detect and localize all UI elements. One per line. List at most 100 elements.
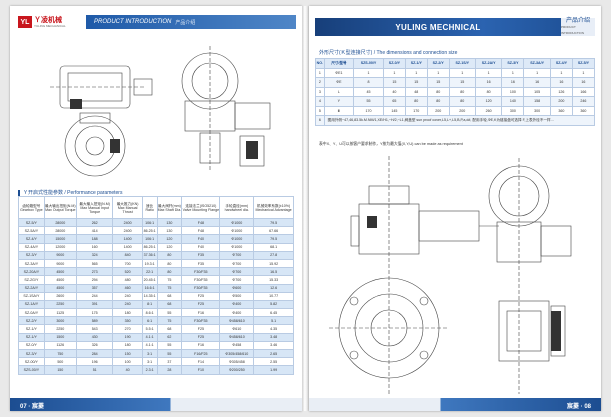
table-cell: 145 xyxy=(382,105,406,116)
table-cell: 1400 xyxy=(112,234,143,244)
table-cell: 28 xyxy=(156,365,183,375)
table-header-cell: SZ-0/Y xyxy=(382,58,406,69)
table-cell: 1 xyxy=(353,67,384,78)
table-cell: 75 xyxy=(156,316,183,326)
table-cell: 175 xyxy=(75,308,114,318)
table-cell: 68 xyxy=(156,299,183,310)
table-header-cell: SZ-3A/Y xyxy=(523,58,551,69)
table-cell: 6:1 xyxy=(141,316,158,326)
table-cell: F30/F35 xyxy=(181,267,221,277)
table-cell: 45 xyxy=(353,86,384,97)
table-cell: 196 xyxy=(75,357,114,367)
table-cell: 391 xyxy=(75,299,114,310)
table-cell: SZ-1/Y xyxy=(18,332,45,342)
table-cell: SZ-3A/Y xyxy=(18,258,45,269)
table-cell: 15 xyxy=(404,77,428,88)
table-cell: F10 xyxy=(181,365,221,375)
table-cell: 37.36:1 xyxy=(141,250,158,260)
table-cell: 86.25:1 xyxy=(141,242,158,252)
table-cell: SZ-1A/Y xyxy=(18,299,45,310)
table-cell: SZ-00/Y xyxy=(18,357,45,367)
table-cell: 16.5 xyxy=(253,267,294,277)
table-cell: 51 xyxy=(75,365,114,375)
table-cell: 3:1 xyxy=(141,357,158,367)
table-cell: 16 xyxy=(549,77,573,88)
table-cell: 300 xyxy=(501,105,525,116)
table-cell: 1126 xyxy=(43,340,77,351)
table-cell: 120 xyxy=(474,96,503,107)
table-header-cell: 机械效率系数(±10%) Mechanical Advantage xyxy=(253,196,294,219)
table-cell: SZ-3/Y xyxy=(18,348,45,359)
table-cell: 589 xyxy=(75,316,114,326)
table-cell: 500 xyxy=(43,357,77,367)
table-cell: 48 xyxy=(404,86,428,97)
table-cell: F25 xyxy=(181,332,221,342)
table-header-cell: SZ-5/Y xyxy=(571,58,596,69)
table-cell: SZ-3/Y xyxy=(18,250,45,260)
table-cell: 200 xyxy=(426,105,450,116)
table-cell: Φ1000 xyxy=(219,226,255,236)
table-cell: 4.1:1 xyxy=(141,332,158,342)
table-cell: 840 xyxy=(112,250,143,260)
table-cell: F30/F35 xyxy=(181,275,221,285)
table-cell: Φ400 xyxy=(219,299,255,310)
table-cell: 4.35 xyxy=(253,324,294,334)
table-cell: 16 xyxy=(501,77,525,88)
table-cell: Φ600 xyxy=(219,283,255,293)
table-cell: 28000 xyxy=(43,217,77,228)
tab-cn: 产品介绍 xyxy=(565,18,590,24)
table-cell: 246 xyxy=(571,96,596,107)
header-bar: PRODUCT INTRODUCTION 产品介绍 xyxy=(86,15,296,29)
section-title-text: Ｙ开启式性能参数 / Performance parameters xyxy=(23,190,123,196)
table-cell: 55 xyxy=(156,340,183,351)
table-cell: 1 xyxy=(549,67,573,78)
table-cell: 40 xyxy=(112,365,143,375)
table-cell: 2.3:1 xyxy=(141,365,158,375)
table-cell: 4 xyxy=(315,96,325,107)
table-cell: 8 xyxy=(353,77,384,88)
table-cell: SZ-1SA/Y xyxy=(18,291,45,301)
table-cell: F48 xyxy=(181,217,221,228)
table-cell: 750 xyxy=(43,348,77,359)
table-cell: Φ700 xyxy=(219,258,255,269)
table-cell: 4500 xyxy=(43,267,77,277)
table-cell: 260 xyxy=(474,105,503,116)
table-cell: Φ1000 xyxy=(219,234,255,244)
table-cell: 5 xyxy=(315,105,325,116)
table-cell: 图用外侧~47,46,83.5k.M.NM/1,XE/H1,~H/2,~L1,阀… xyxy=(323,115,596,126)
header-tab: 产品介绍 PRODUCT INTRODUCTION xyxy=(561,18,595,36)
table-header-cell: 连接法兰(ISO5210) Valve Mounting Flange xyxy=(181,196,221,219)
table-cell: 158 xyxy=(523,96,551,107)
table-cell: 270 xyxy=(112,324,143,334)
gearbox-drawing-left xyxy=(50,41,290,181)
table-cell: 4500 xyxy=(43,275,77,285)
right-header: YULING MECHNICAL 产品介绍 PRODUCT INTRODUCTI… xyxy=(315,18,595,36)
table-cell: 55 xyxy=(353,96,384,107)
table-cell: 80 xyxy=(156,267,183,277)
table-cell: SZ-2G/Y xyxy=(18,275,45,285)
table-cell: 350 xyxy=(112,316,143,326)
table-cell: SZ-20A/Y xyxy=(18,267,45,277)
table-cell: 106:1 xyxy=(141,217,158,228)
table-cell: SZS-00/Y xyxy=(18,365,45,375)
table-cell: 565 xyxy=(75,258,114,269)
table-cell: 100 xyxy=(112,357,143,367)
table-cell: Φ1000 xyxy=(219,217,255,228)
table-cell: 5.5:1 xyxy=(141,324,158,334)
table-cell: 80 xyxy=(156,250,183,260)
table-cell: 1 xyxy=(426,67,450,78)
table-cell: Φ458/610 xyxy=(219,332,255,342)
table-cell: 1 xyxy=(501,67,525,78)
table-cell: 140 xyxy=(501,96,525,107)
table-cell: 80 xyxy=(404,96,428,107)
table-cell: 240 xyxy=(112,291,143,301)
table-cell: 15.33 xyxy=(253,275,294,285)
table-cell: SZ-5A/Y xyxy=(18,226,45,236)
table-cell: F35 xyxy=(181,258,221,269)
